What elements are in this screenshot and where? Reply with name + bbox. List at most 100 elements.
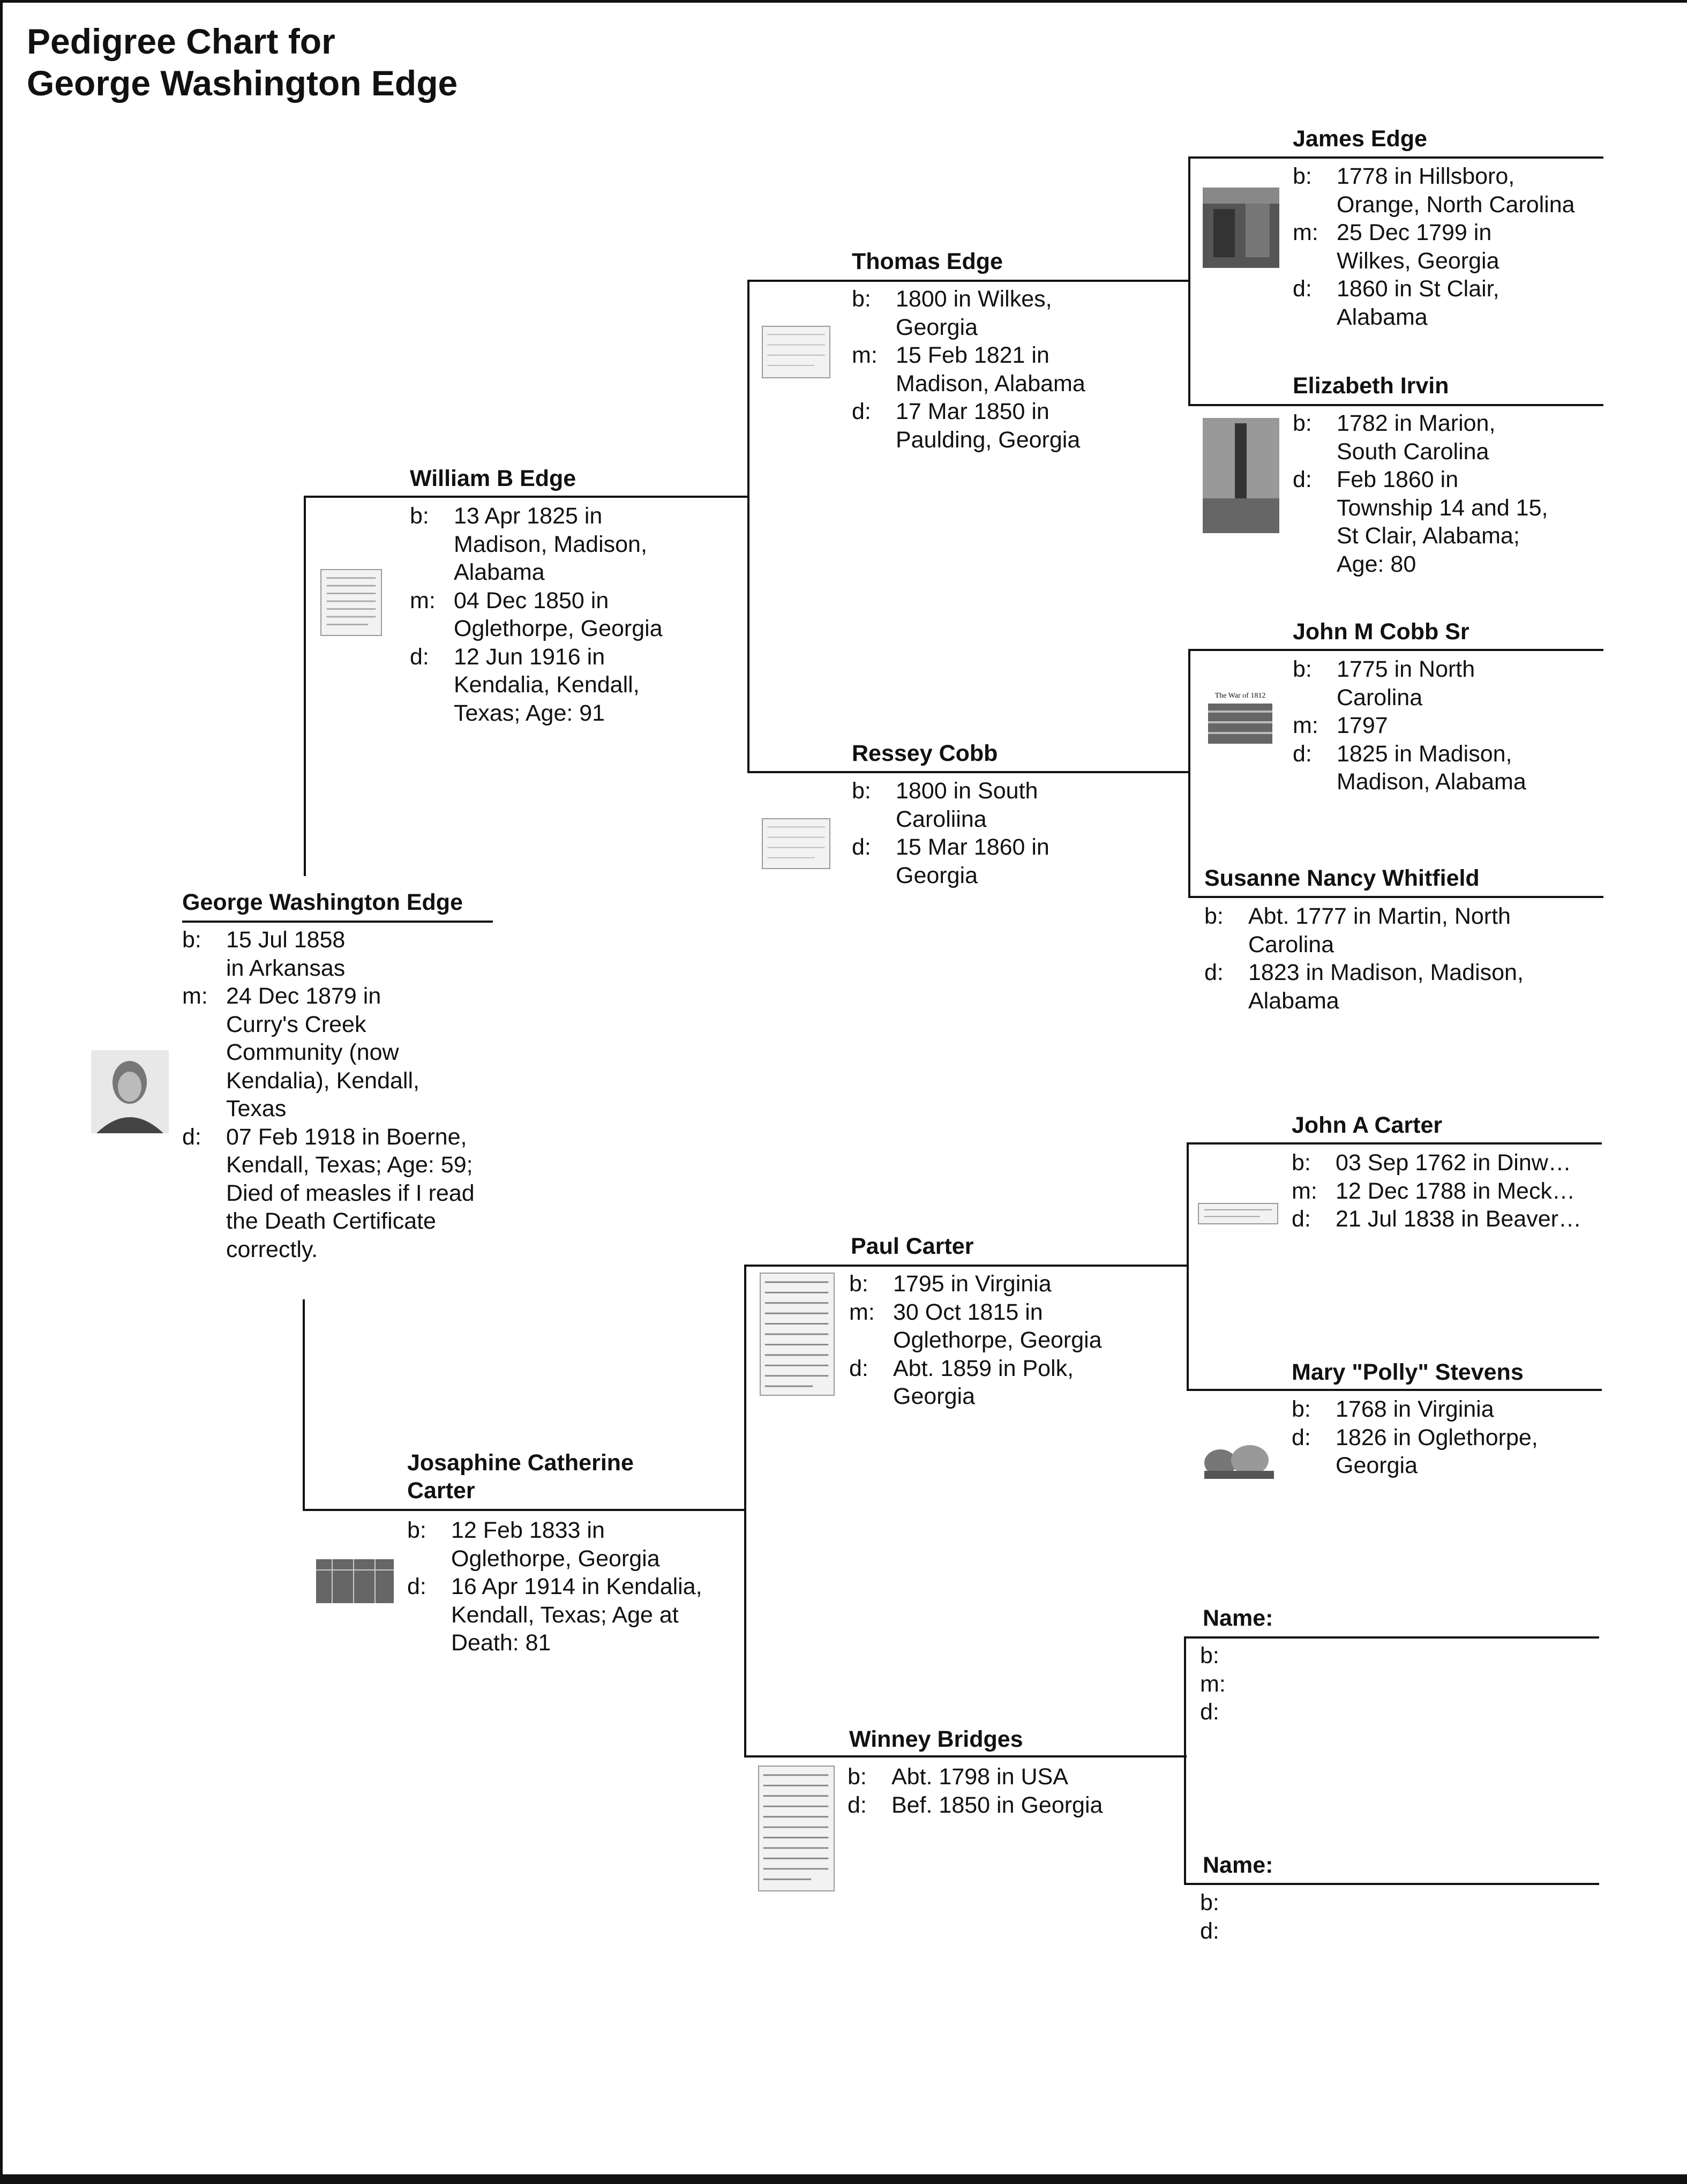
person-name-p5: Ressey Cobb	[852, 741, 998, 766]
fact-value: 1823 in Madison, Madison, Alabama	[1248, 960, 1524, 1014]
document-thumbnail-winney-bridges	[758, 1766, 835, 1891]
fact-label: b:	[410, 503, 429, 529]
fact-label: b:	[849, 1271, 868, 1297]
fact-death: d:Bef. 1850 in Georgia	[848, 1791, 1169, 1820]
fact-label: b:	[852, 286, 871, 312]
fact-value: 1800 in South Caroliina	[896, 778, 1038, 832]
person-name-p11: Susanne Nancy Whitfield	[1204, 865, 1480, 891]
fact-value: 15 Feb 1821 in Madison, Alabama	[896, 342, 1085, 397]
fact-marriage: m:25 Dec 1799 in Wilkes, Georgia	[1293, 219, 1598, 275]
fact-birth: b: 03 Sep 1762 in Dinw…	[1292, 1149, 1601, 1177]
fact-death: d:21 Jul 1838 in Beaver…	[1292, 1205, 1601, 1233]
p9-underline	[1188, 404, 1603, 406]
fact-label: d:	[1200, 1918, 1219, 1944]
person-name-p9: Elizabeth Irvin	[1293, 373, 1449, 399]
p6-underline	[744, 1265, 1189, 1267]
fact-death: d: 1823 in Madison, Madison, Alabama	[1204, 959, 1601, 1015]
person-name-p7: Winney Bridges	[849, 1726, 1023, 1752]
fact-death: d:	[1200, 1698, 1575, 1726]
image-war-of-1812: The War of 1812	[1205, 691, 1275, 750]
p11-underline	[1188, 896, 1603, 898]
p14-underline	[1184, 1636, 1599, 1639]
fact-birth: b: 1775 in North Carolina	[1293, 655, 1598, 712]
person-facts-p10: b:1775 in North Carolina m:1797 d:1825 i…	[1293, 655, 1598, 796]
p2-underline	[304, 496, 748, 498]
fact-value: 1778 in Hillsboro, Orange, North Carolin…	[1337, 163, 1575, 218]
fact-value: Abt. 1798 in USA	[891, 1764, 1068, 1790]
fact-label: m:	[410, 587, 436, 614]
fact-label: b:	[1293, 656, 1312, 682]
p8-underline	[1188, 156, 1603, 159]
connector-p1-p3	[303, 1299, 305, 1511]
fact-label: d:	[1292, 1424, 1311, 1450]
fact-value: 17 Mar 1850 in Paulding, Georgia	[896, 399, 1081, 453]
person-facts-p3: b:12 Feb 1833 in Oglethorpe, Georgia d:1…	[407, 1516, 729, 1657]
person-name-p4: Thomas Edge	[852, 249, 1003, 274]
fact-value	[1244, 1917, 1575, 1946]
fact-value: 04 Dec 1850 in Oglethorpe, Georgia	[454, 587, 663, 642]
fact-label: b:	[1204, 903, 1224, 929]
fact-value: Abt. 1859 in Polk, Georgia	[893, 1355, 1074, 1410]
photo-george-washington-edge	[91, 1050, 169, 1133]
person-name-p14: Name:	[1203, 1605, 1273, 1631]
fact-label: d:	[407, 1574, 426, 1599]
fact-value: 12 Jun 1916 in Kendalia, Kendall, Texas;…	[454, 644, 640, 726]
fact-birth: b:1778 in Hillsboro, Orange, North Carol…	[1293, 162, 1598, 219]
fact-label: d:	[1293, 276, 1312, 302]
fact-birth: b:15 Jul 1858 in Arkansas	[182, 926, 493, 982]
person-facts-p1: b:15 Jul 1858 in Arkansas m:24 Dec 1879 …	[182, 926, 493, 1263]
p1-underline	[182, 921, 493, 923]
fact-label: d:	[1204, 960, 1224, 985]
fact-label: d:	[849, 1355, 868, 1381]
fact-value: 16 Apr 1914 in Kendalia, Kendall, Texas;…	[451, 1574, 702, 1656]
fact-value: Bef. 1850 in Georgia	[891, 1792, 1103, 1818]
fact-marriage: m:1797	[1293, 712, 1598, 740]
fact-death: d:1826 in Oglethorpe, Georgia	[1292, 1424, 1601, 1480]
page-border-bottom	[0, 2174, 1687, 2184]
fact-marriage: m:24 Dec 1879 in Curry's Creek Community…	[182, 982, 493, 1123]
fact-value: 15 Mar 1860 in Georgia	[896, 834, 1049, 888]
fact-value: 1860 in St Clair, Alabama	[1337, 276, 1499, 330]
person-facts-p7: b:Abt. 1798 in USA d:Bef. 1850 in Georgi…	[848, 1763, 1169, 1819]
fact-value: 03 Sep 1762 in Dinw…	[1336, 1150, 1571, 1176]
fact-label: d:	[1293, 741, 1312, 767]
image-mary-polly-stevens	[1199, 1439, 1278, 1482]
title-line-1: Pedigree Chart for	[27, 21, 335, 61]
fact-birth: b:Abt. 1798 in USA	[848, 1763, 1169, 1791]
fact-label: m:	[849, 1299, 875, 1325]
page-border-left	[0, 0, 3, 2184]
person-facts-p15: b: d:	[1200, 1889, 1575, 1945]
person-name-p2: William B Edge	[410, 466, 576, 491]
document-thumbnail-ressey-cobb	[762, 818, 830, 869]
fact-death: d: 1860 in St Clair, Alabama	[1293, 275, 1598, 331]
fact-value: 12 Feb 1833 in Oglethorpe, Georgia	[451, 1517, 660, 1572]
fact-value: 1782 in Marion, South Carolina	[1337, 410, 1496, 465]
thumbnail-caption: The War of 1812	[1214, 692, 1266, 700]
fact-value: 25 Dec 1799 in Wilkes, Georgia	[1337, 220, 1499, 274]
fact-label: d:	[852, 834, 871, 860]
fact-label: b:	[182, 927, 201, 953]
person-facts-p14: b: m: d:	[1200, 1642, 1575, 1726]
p13-underline	[1187, 1389, 1602, 1391]
fact-value: Feb 1860 in Township 14 and 15, St Clair…	[1337, 467, 1548, 577]
fact-label: d:	[1292, 1206, 1311, 1232]
fact-birth: b:1768 in Virginia	[1292, 1395, 1601, 1424]
person-name-p3: Josaphine Catherine Carter	[407, 1450, 634, 1504]
fact-value: 1800 in Wilkes, Georgia	[896, 286, 1052, 340]
p7-underline	[744, 1755, 1187, 1757]
person-facts-p4: b:1800 in Wilkes, Georgia m:15 Feb 1821 …	[852, 285, 1152, 454]
fact-birth: b:1782 in Marion, South Carolina	[1293, 409, 1598, 466]
photo-elizabeth-irvin	[1203, 418, 1279, 533]
document-thumbnail-paul-carter	[760, 1273, 835, 1396]
person-facts-p12: b:03 Sep 1762 in Dinw… m:12 Dec 1788 in …	[1292, 1149, 1601, 1233]
person-name-p12: John A Carter	[1292, 1112, 1443, 1138]
fact-death: d: 15 Mar 1860 in Georgia	[852, 833, 1152, 889]
fact-value: 1775 in North Carolina	[1337, 656, 1475, 710]
fact-birth: b:Abt. 1777 in Martin, North Carolina	[1204, 902, 1601, 959]
connector-p6-p12-p13	[1187, 1142, 1189, 1390]
fact-marriage: m:30 Oct 1815 in Oglethorpe, Georgia	[849, 1298, 1171, 1355]
fact-label: b:	[1292, 1150, 1311, 1176]
fact-value: 24 Dec 1879 in Curry's Creek Community (…	[226, 983, 419, 1121]
fact-death: d: Abt. 1859 in Polk, Georgia	[849, 1355, 1171, 1411]
fact-birth: b:1800 in South Caroliina	[852, 777, 1152, 833]
